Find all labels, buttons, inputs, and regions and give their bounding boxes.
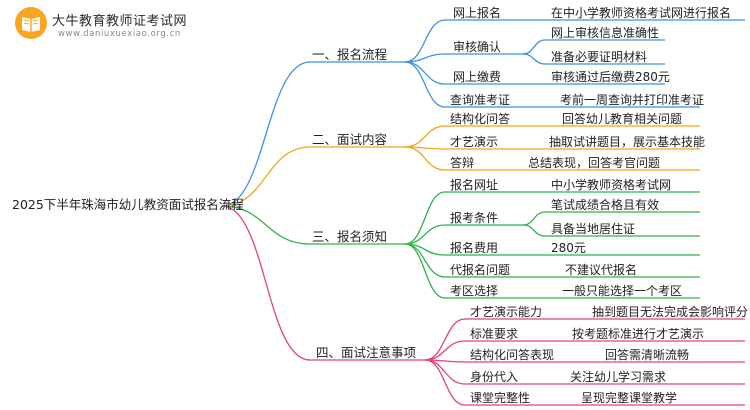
logo-title: 大牛教育教师证考试网	[52, 14, 188, 29]
node-proxy-registration: 代报名问题	[450, 263, 511, 277]
node-to-leaf-connector	[522, 211, 546, 226]
branch-to-node-connector	[404, 61, 446, 85]
leaf: 在中小学教师资格考试网进行报名	[551, 6, 732, 20]
leaf: 280元	[551, 241, 586, 255]
leaf: 不建议代报名	[565, 263, 638, 277]
branch-to-node-connector	[404, 61, 446, 108]
node-class-integrity: 课堂完整性	[470, 391, 531, 405]
branch-to-node-connector	[404, 191, 446, 245]
node-talent-ability: 才艺演示能力	[470, 305, 543, 319]
branch-to-node-connector	[424, 359, 466, 385]
leaf: 审核通过后缴费280元	[551, 70, 670, 84]
leaf: 准备必要证明材料	[551, 50, 648, 64]
branch-interview-notes: 四、面试注意事项	[316, 345, 417, 360]
logo-url: www.daniuxuexiao.org.cn	[58, 29, 181, 39]
node-exam-area: 考区选择	[450, 284, 499, 298]
node-admission-ticket: 查询准考证	[450, 93, 511, 107]
node-review-confirm: 审核确认	[453, 40, 502, 54]
node-eligibility: 报考条件	[450, 211, 499, 225]
branch-to-node-connector	[404, 19, 446, 63]
book-icon	[15, 7, 47, 39]
leaf: 具备当地居住证	[551, 222, 636, 236]
leaf: 回答幼儿教育相关问题	[562, 112, 683, 126]
leaf: 关注幼儿学习需求	[570, 370, 667, 384]
branch-to-node-connector	[404, 146, 446, 171]
root-to-branch-connector	[221, 146, 311, 207]
branch-to-node-connector	[404, 243, 446, 299]
branch-to-node-connector	[404, 125, 446, 148]
branch-registration-process: 一、报名流程	[312, 47, 388, 62]
root-to-branch-connector	[221, 205, 311, 361]
root-to-branch-connector	[221, 61, 311, 207]
leaf: 抽到题目无法完成会影响评分	[592, 305, 749, 319]
node-to-leaf-connector	[522, 39, 546, 55]
leaf: 抽取试讲题目，展示基本技能	[549, 135, 706, 149]
node-talent-demo: 才艺演示	[450, 135, 499, 149]
leaf: 回答需清晰流畅	[605, 348, 690, 362]
branch-registration-notes: 三、报名须知	[312, 229, 388, 244]
node-registration-site: 报名网址	[450, 178, 499, 192]
branch-to-node-connector	[424, 340, 466, 361]
node-to-leaf-connector	[522, 53, 546, 65]
leaf: 笔试成绩合格且有效	[551, 198, 660, 212]
node-online-payment: 网上缴费	[453, 70, 502, 84]
branch-to-node-connector	[404, 224, 446, 245]
node-standard-req: 标准要求	[470, 327, 519, 341]
node-role-immersion: 身份代入	[470, 370, 519, 384]
leaf: 按考题标准进行才艺演示	[572, 327, 705, 341]
node-to-leaf-connector	[522, 224, 546, 237]
leaf: 总结表现，回答考官问题	[528, 156, 661, 170]
branch-to-node-connector	[424, 359, 466, 406]
leaf: 网上审核信息准确性	[551, 26, 660, 40]
node-defense: 答辩	[450, 156, 475, 170]
node-registration-fee: 报名费用	[450, 241, 499, 255]
root-to-branch-connector	[221, 205, 311, 245]
logo-badge	[14, 6, 48, 40]
leaf: 一般只能选择一个考区	[562, 284, 683, 298]
branch-to-node-connector	[424, 318, 466, 361]
node-online-registration: 网上报名	[453, 6, 502, 20]
node-qa-performance: 结构化问答表现	[470, 348, 555, 362]
leaf: 考前一周查询并打印准考证	[560, 93, 705, 107]
mindmap-root: 2025下半年珠海市幼儿教资面试报名流程	[12, 197, 244, 212]
node-structured-qa: 结构化问答	[450, 112, 511, 126]
leaf: 呈现完整课堂教学	[581, 391, 678, 405]
leaf: 中小学教师资格考试网	[551, 178, 672, 192]
branch-interview-content: 二、面试内容	[312, 132, 388, 147]
